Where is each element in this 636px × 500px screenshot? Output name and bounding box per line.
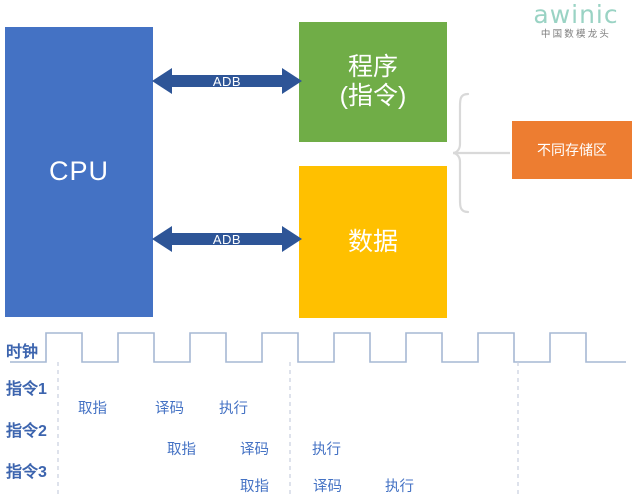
double-arrow-icon xyxy=(152,68,302,94)
stage-i3-fetch: 取指 xyxy=(240,479,269,495)
memory-region-block-label: 不同存储区 xyxy=(537,141,607,158)
curly-brace xyxy=(452,92,514,214)
pipeline-timing-diagram: 时钟 指令1 指令2 指令3 取指 译码 执行 取指 译码 执行 取指 译码 执… xyxy=(0,325,636,500)
stage-i1-decode: 译码 xyxy=(155,401,184,417)
awinic-logo: awinic 中国数模龙头 xyxy=(519,2,633,40)
logo-subtitle: 中国数模龙头 xyxy=(540,29,612,40)
memory-region-block: 不同存储区 xyxy=(512,121,632,179)
timing-row-label-clock: 时钟 xyxy=(6,344,39,361)
stage-i3-decode: 译码 xyxy=(313,479,342,495)
timing-row-label-instruction-3: 指令3 xyxy=(6,464,47,481)
stage-i2-fetch: 取指 xyxy=(167,442,196,458)
program-block-label: 程序 (指令) xyxy=(340,53,407,111)
stage-i2-execute: 执行 xyxy=(312,442,341,458)
clock-waveform xyxy=(10,332,626,363)
stage-i2-decode: 译码 xyxy=(240,442,269,458)
logo-wordmark: awinic xyxy=(533,0,619,29)
data-block-label: 数据 xyxy=(347,227,398,256)
cpu-block: CPU xyxy=(5,27,153,317)
program-block-label-line2: (指令) xyxy=(339,82,407,110)
stage-i1-fetch: 取指 xyxy=(78,401,107,417)
data-block: 数据 xyxy=(299,166,447,318)
timing-row-label-instruction-2: 指令2 xyxy=(6,423,47,440)
stage-i1-execute: 执行 xyxy=(219,401,248,417)
program-block-label-line1: 程序 xyxy=(347,53,398,82)
cpu-block-label: CPU xyxy=(48,156,109,187)
timing-row-label-instruction-1: 指令1 xyxy=(6,381,47,398)
program-block: 程序 (指令) xyxy=(299,22,447,142)
adb-arrow-data: ADB xyxy=(152,222,302,256)
adb-arrow-program: ADB xyxy=(152,64,302,98)
stage-i3-execute: 执行 xyxy=(385,479,414,495)
double-arrow-icon xyxy=(152,226,302,252)
